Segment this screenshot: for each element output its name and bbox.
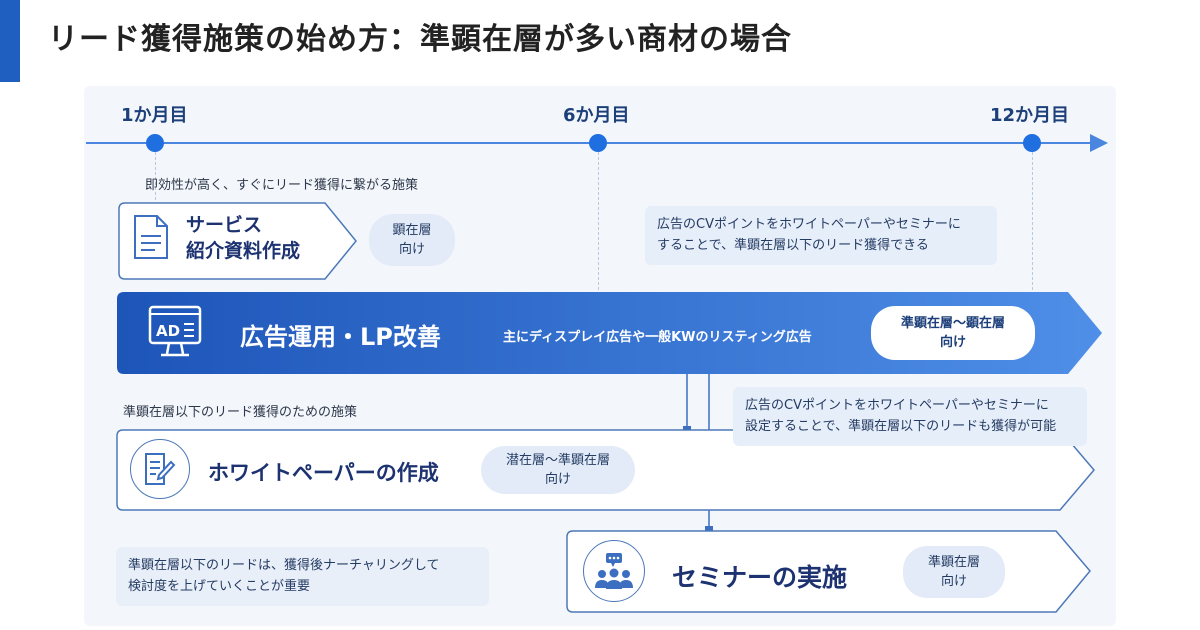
seminar-audience-badge: 準顕在層 向け bbox=[903, 546, 1005, 598]
timeline-dot-1 bbox=[146, 134, 164, 152]
ads-banner-shape bbox=[117, 292, 1102, 374]
people-chat-icon bbox=[595, 553, 633, 589]
service-doc-title-line2: 紹介資料作成 bbox=[186, 239, 301, 262]
seminar-title: セミナーの実施 bbox=[672, 563, 848, 592]
month-label-6: 6か月目 bbox=[563, 105, 630, 126]
ads-subtitle: 主にディスプレイ広告や一般KWのリスティング広告 bbox=[503, 330, 812, 345]
audience-line1: 顕在層 bbox=[392, 222, 432, 238]
callout-line2: することで、準顕在層以下のリード獲得できる bbox=[657, 238, 929, 254]
audience-line1: 準顕在層〜顕在層 bbox=[900, 315, 1005, 331]
service-doc-note: 即効性が高く、すぐにリード獲得に繋がる施策 bbox=[145, 178, 419, 193]
callout-line1: 広告のCVポイントをホワイトペーパーやセミナーに bbox=[745, 398, 1049, 413]
timeline-dot-6 bbox=[589, 134, 607, 152]
seminar-icon-circle bbox=[583, 540, 645, 602]
arrow-right-icon bbox=[1090, 134, 1108, 152]
timeline-guide bbox=[598, 152, 599, 290]
page-title: リード獲得施策の始め方：準顕在層が多い商材の場合 bbox=[48, 22, 792, 57]
ad-cv-callout: 広告のCVポイントをホワイトペーパーやセミナーに することで、準顕在層以下のリー… bbox=[645, 206, 997, 265]
whitepaper-icon-circle bbox=[130, 439, 190, 499]
audience-line2: 向け bbox=[939, 335, 966, 350]
service-doc-title: サービス 紹介資料作成 bbox=[186, 213, 300, 264]
service-doc-title-line1: サービス bbox=[186, 214, 263, 236]
document-icon bbox=[134, 215, 168, 259]
ad-icon-text: AD bbox=[156, 322, 180, 340]
ad-monitor-icon: AD bbox=[148, 305, 202, 357]
audience-line2: 向け bbox=[398, 242, 425, 257]
month-label-1: 1か月目 bbox=[121, 105, 188, 126]
ads-title: 広告運用・LP改善 bbox=[240, 323, 441, 351]
service-doc-card-outline bbox=[118, 202, 357, 280]
timeline-guide bbox=[155, 152, 156, 200]
month-label-12: 12か月目 bbox=[990, 105, 1070, 126]
whitepaper-cv-callout: 広告のCVポイントをホワイトペーパーやセミナーに 設定することで、準顕在層以下の… bbox=[733, 387, 1087, 446]
service-doc-audience-badge: 顕在層 向け bbox=[369, 214, 455, 266]
connector-node bbox=[705, 526, 713, 534]
callout-line2: 設定することで、準顕在層以下のリードも獲得が可能 bbox=[745, 419, 1057, 435]
whitepaper-note: 準顕在層以下のリード獲得のための施策 bbox=[123, 405, 358, 420]
whitepaper-audience-badge: 潜在層〜準顕在層 向け bbox=[481, 446, 635, 494]
whitepaper-title: ホワイトペーパーの作成 bbox=[208, 461, 439, 485]
edit-document-icon bbox=[145, 453, 176, 485]
nurture-line2: 検討度を上げていくことが重要 bbox=[128, 579, 311, 595]
ads-audience-badge: 準顕在層〜顕在層 向け bbox=[871, 306, 1035, 360]
callout-line1: 広告のCVポイントをホワイトペーパーやセミナーに bbox=[657, 217, 961, 232]
audience-line1: 準顕在層 bbox=[927, 554, 980, 570]
audience-line2: 向け bbox=[544, 472, 571, 487]
nurture-line1: 準顕在層以下のリードは、獲得後ナーチャリングして bbox=[128, 558, 440, 573]
timeline-guide bbox=[1032, 152, 1033, 290]
audience-line1: 潜在層〜準顕在層 bbox=[505, 452, 610, 468]
nurture-note: 準顕在層以下のリードは、獲得後ナーチャリングして 検討度を上げていくことが重要 bbox=[116, 547, 489, 606]
timeline-dot-12 bbox=[1023, 134, 1041, 152]
title-accent-bar bbox=[0, 0, 20, 82]
audience-line2: 向け bbox=[940, 574, 967, 589]
